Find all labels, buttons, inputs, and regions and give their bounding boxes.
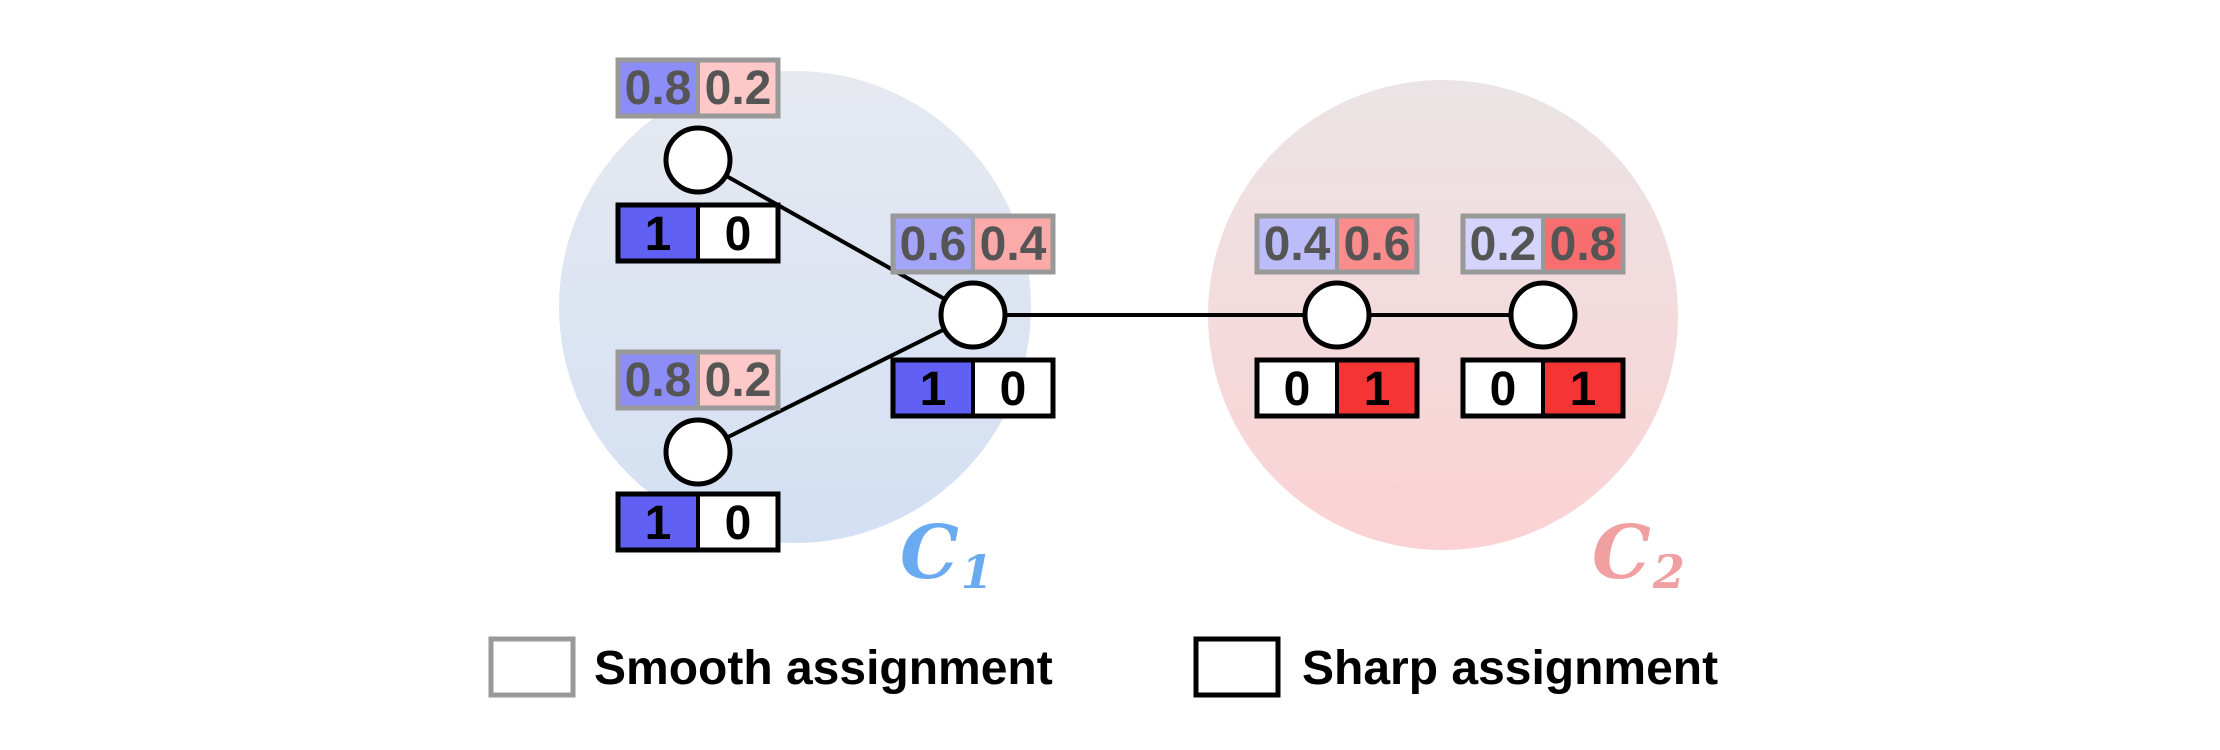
smooth-value-c1: 0.4 xyxy=(1264,218,1331,271)
graph-node xyxy=(1302,280,1372,350)
smooth-box-border xyxy=(890,213,1056,275)
sharp-value-c1: 1 xyxy=(920,363,947,416)
smooth-box-border xyxy=(1460,213,1626,275)
cluster-label-c2: C2 xyxy=(1592,510,1685,599)
sharp-value-c1: 1 xyxy=(645,497,672,550)
sharp-value-c1: 1 xyxy=(645,208,672,261)
sharp-value-c1: 0 xyxy=(1490,363,1517,416)
sharp-value-c2: 1 xyxy=(1570,363,1597,416)
sharp-box-border xyxy=(615,491,781,553)
smooth-value-c2: 0.6 xyxy=(1344,218,1411,271)
smooth-box-border xyxy=(1254,213,1420,275)
smooth-value-c1: 0.2 xyxy=(1470,218,1537,271)
legend-smooth-swatch xyxy=(488,636,576,698)
sharp-value-c2: 1 xyxy=(1364,363,1391,416)
sharp-cell-c1 xyxy=(1461,358,1545,418)
sharp-value-c2: 0 xyxy=(725,497,752,550)
smooth-value-c2: 0.2 xyxy=(705,354,772,407)
smooth-value-c1: 0.6 xyxy=(900,218,967,271)
legend: Smooth assignment Sharp assignment xyxy=(488,636,1718,698)
smooth-box-border xyxy=(615,349,781,411)
legend-sharp-label: Sharp assignment xyxy=(1302,642,1718,695)
graph-node xyxy=(938,280,1008,350)
legend-sharp-swatch xyxy=(1193,636,1281,698)
edge-n2-n3 xyxy=(697,313,974,454)
cluster-label-c1: C1 xyxy=(900,510,993,599)
graph-node xyxy=(1508,280,1578,350)
sharp-box-border xyxy=(1254,357,1420,419)
sharp-value-c1: 0 xyxy=(1284,363,1311,416)
legend-smooth-label: Smooth assignment xyxy=(594,642,1053,695)
smooth-value-c2: 0.8 xyxy=(1550,218,1617,271)
smooth-value-c2: 0.4 xyxy=(980,218,1047,271)
smooth-value-c1: 0.8 xyxy=(625,354,692,407)
smooth-value-c1: 0.8 xyxy=(625,62,692,115)
sharp-box-border xyxy=(1460,357,1626,419)
smooth-box-border xyxy=(615,57,781,119)
smooth-value-c2: 0.2 xyxy=(705,62,772,115)
sharp-value-c2: 0 xyxy=(725,208,752,261)
sharp-box-border xyxy=(890,357,1056,419)
edge-n1-n3 xyxy=(697,158,974,317)
sharp-box-border xyxy=(615,202,781,264)
graph-node xyxy=(663,417,733,487)
sharp-value-c2: 0 xyxy=(1000,363,1027,416)
graph-node xyxy=(663,125,733,195)
